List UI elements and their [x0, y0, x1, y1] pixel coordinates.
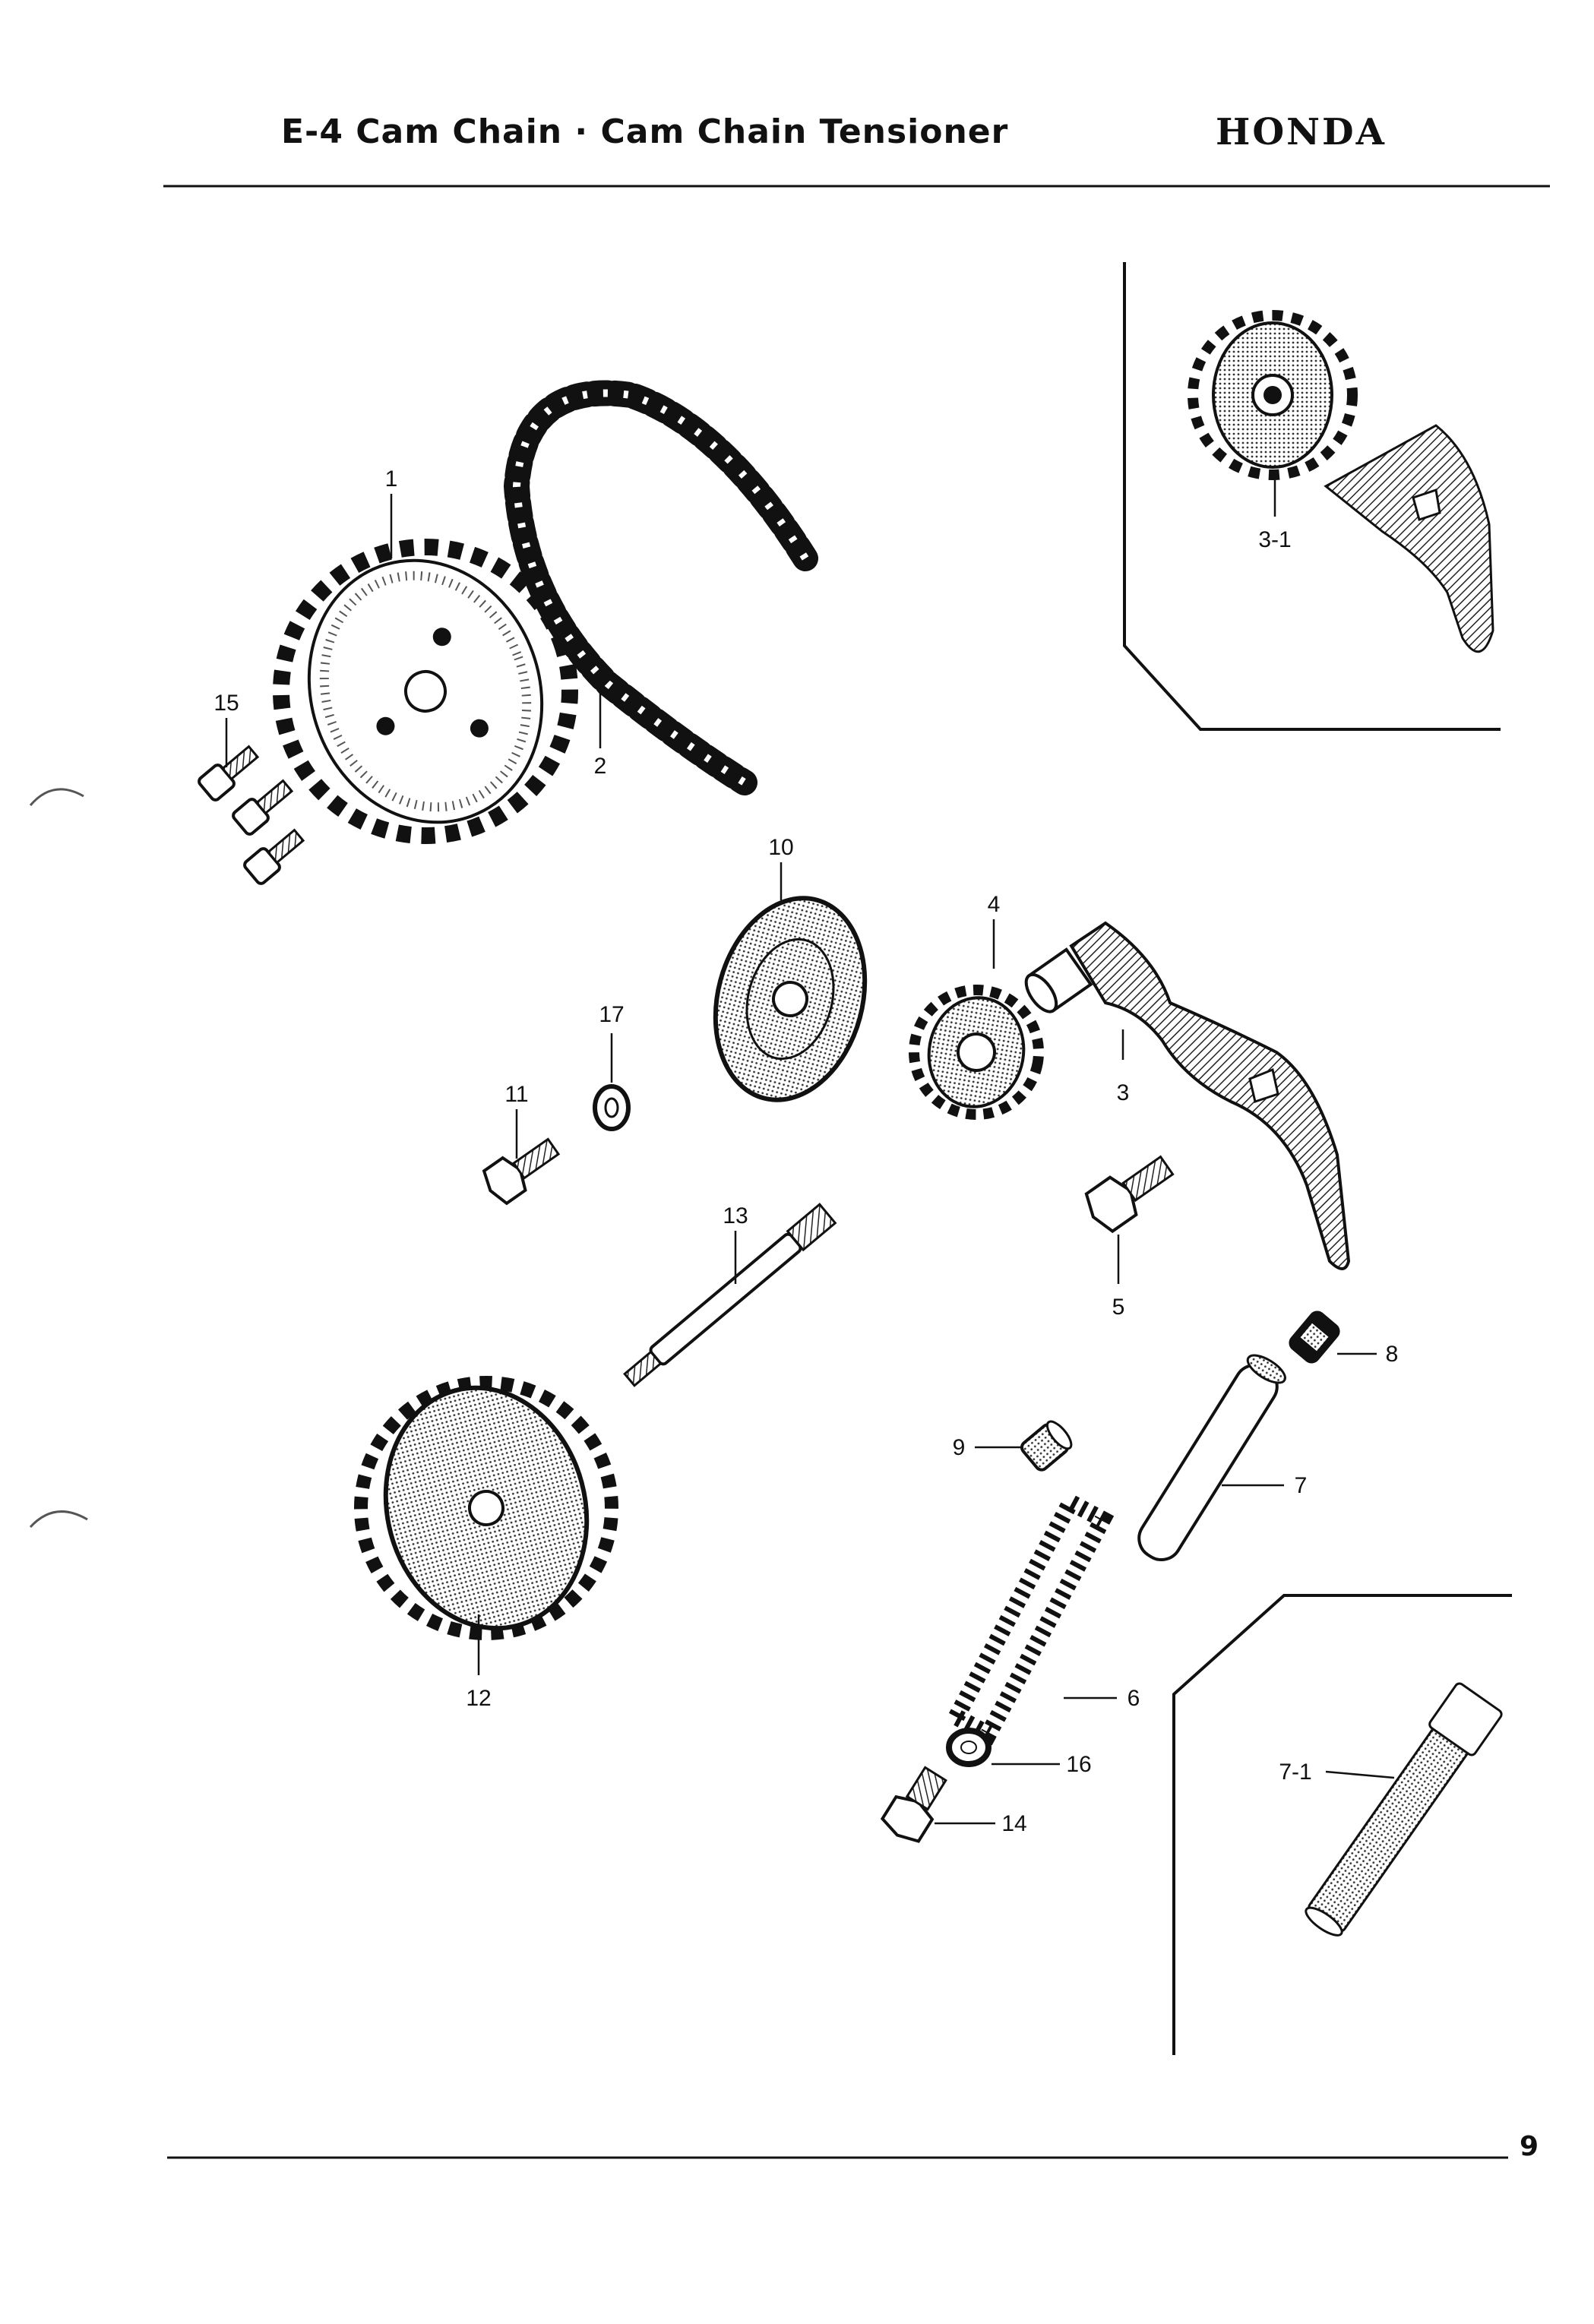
- tensioner-pipe: [1137, 1354, 1286, 1561]
- tensioner-spring: [944, 1491, 1115, 1746]
- collar-9: [1020, 1420, 1073, 1472]
- callout-6: 6: [1128, 1686, 1140, 1711]
- callout-12: 12: [466, 1686, 491, 1711]
- callout-3-1: 3-1: [1258, 527, 1291, 552]
- callout-7-1: 7-1: [1279, 1760, 1311, 1785]
- page-title: E-4 Cam Chain · Cam Chain Tensioner: [281, 112, 1009, 151]
- washer-16: [946, 1728, 992, 1767]
- callout-7: 7: [1295, 1473, 1308, 1498]
- tensioner-guide-pipe-inset: [1305, 1682, 1503, 1937]
- callout-10: 10: [768, 835, 793, 860]
- callout-1: 1: [385, 466, 398, 492]
- callout-8: 8: [1386, 1342, 1399, 1367]
- roller-bolt-11: [482, 1137, 561, 1206]
- callout-17: 17: [599, 1002, 624, 1027]
- tensioner-sprocket: [909, 985, 1044, 1120]
- callout-15: 15: [213, 691, 239, 716]
- inset-box-3-1: 3-1: [1123, 262, 1501, 731]
- tensioner-shaft: [623, 1203, 837, 1387]
- callout-16: 16: [1066, 1752, 1091, 1777]
- honda-logo: HONDA: [1216, 111, 1387, 153]
- callout-3: 3: [1117, 1080, 1130, 1105]
- sealing-bolt-14: [880, 1766, 947, 1843]
- callout-9: 9: [953, 1435, 966, 1460]
- callout-11: 11: [504, 1082, 528, 1107]
- punch-mark-bottom: [29, 1510, 88, 1529]
- sprocket-bolt-15: [198, 745, 305, 885]
- punch-mark-top: [29, 788, 84, 806]
- callout-14: 14: [1001, 1811, 1026, 1836]
- callout-13: 13: [723, 1203, 748, 1228]
- page-number: 9: [1520, 2131, 1539, 2162]
- inset-box-7-1: 7-1: [1172, 1594, 1512, 2055]
- cam-sprocket: [273, 539, 578, 844]
- callout-5: 5: [1112, 1295, 1125, 1320]
- callout-4: 4: [988, 892, 1001, 917]
- sprocket-arm-assembly-inset: [1188, 310, 1494, 653]
- callout-2: 2: [594, 754, 607, 779]
- tensioner-roller: [713, 896, 868, 1102]
- washer-17: [593, 1084, 631, 1131]
- tensioner-arm: [1024, 921, 1351, 1270]
- tensioner-cap: [1289, 1311, 1340, 1364]
- pivot-bolt: [1084, 1155, 1175, 1234]
- lower-sprocket: [354, 1376, 618, 1640]
